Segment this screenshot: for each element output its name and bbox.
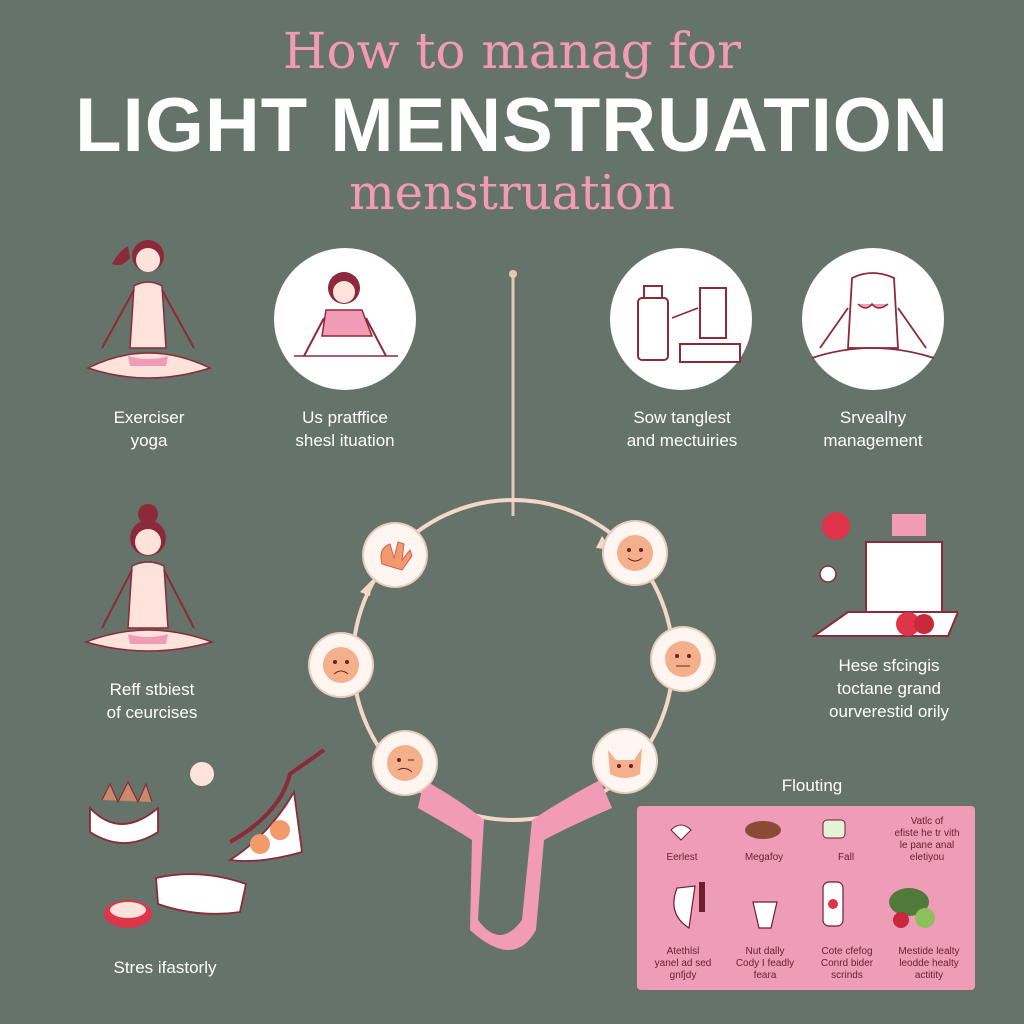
top-item-3-label: Sow tanglest and mectuiries [626, 408, 738, 450]
tea-food-icon [89, 748, 326, 928]
top-item-2-label: Us pratffice shesl ituation [295, 408, 395, 450]
panel-cell-8: Mestide lealty leodde healty actitity [898, 946, 960, 981]
middle-right-label: Hese sfcingis toctane grand ourverestid … [829, 656, 949, 721]
panel-cell-2: Megafoy [744, 852, 784, 863]
bottom-left-label: Stres ifastorly [113, 958, 217, 977]
title-line-1: How to manag for [282, 22, 742, 80]
food-panel: Eerlest Megafoy Fall Vatlc of efiste he … [637, 806, 975, 990]
panel-cell-1: Eerlest [666, 852, 698, 863]
cycle-node-smile-icon [604, 522, 666, 584]
cycle-node-sad-icon [310, 634, 372, 696]
cycle-node-neutral-icon [652, 628, 714, 690]
middle-left-label: Reff stbiest of ceurcises [106, 680, 198, 722]
panel-cell-4: Vatlc of efiste he tr vith le pane anal … [894, 816, 960, 863]
panel-cell-3: Fall [837, 852, 855, 863]
top-item-1-label: Exerciser yoga [113, 408, 185, 450]
top-item-4-label: Srvealhy management [823, 408, 923, 450]
medicine-bottle-icon [610, 248, 752, 390]
cycle-node-hand-icon [364, 524, 426, 586]
body-icon [802, 248, 944, 390]
cycle-node-wink-icon [374, 732, 436, 794]
panel-title: Flouting [781, 776, 843, 795]
title-line-2: LIGHT MENSTRUATION [75, 83, 949, 168]
panel-cell-6: Nut dally Cody I feadly feara [735, 946, 795, 981]
panel-cell-7: Cote cfefog Conrd bider scrinds [820, 946, 874, 981]
yoga-pose-icon [86, 240, 213, 379]
panel-cell-5: Atethlsl yanel ad sed gnfjdy [654, 946, 712, 981]
stretching-icon [274, 248, 416, 390]
laptop-food-icon [810, 512, 958, 637]
title-line-3: menstruation [349, 165, 675, 221]
meditation-icon [83, 504, 215, 652]
cycle-node-cat-icon [594, 730, 656, 792]
